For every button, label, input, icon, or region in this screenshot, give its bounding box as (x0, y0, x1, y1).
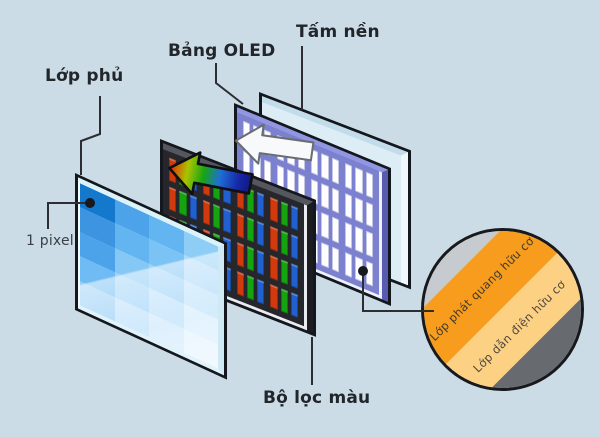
subpixel-stripe (280, 258, 288, 285)
subpixel-stripe (246, 216, 254, 243)
subpixel-stripe (257, 249, 265, 276)
subpixel-stripe (223, 207, 231, 234)
white-light-arrow-icon (234, 123, 315, 165)
subpixel-stripe (331, 216, 339, 243)
subpixel-stripe (345, 221, 353, 249)
subpixel-cell (270, 254, 298, 289)
subpixel-stripe (345, 192, 353, 220)
subpixel-stripe (365, 201, 373, 228)
subpixel-cell (345, 162, 373, 199)
inset-layer-label: Cực âm (421, 228, 461, 268)
subpixel-stripe (355, 255, 363, 283)
inset-layer-label: Cực dương (533, 340, 584, 391)
subpixel-stripe (321, 182, 329, 210)
subpixel-stripe (290, 204, 298, 231)
subpixel-stripe (246, 274, 254, 301)
coating-callout-line (80, 96, 101, 175)
inset-layer-stack: Cực âm Lớp phát quang hữu cơ Lớp dẫn điệ… (421, 228, 584, 391)
subpixel-stripe (290, 233, 298, 260)
subpixel-cell (236, 241, 265, 276)
subpixel-stripe (331, 245, 339, 273)
subpixel-stripe (365, 260, 373, 287)
subpixel-stripe (257, 278, 265, 305)
subpixel-stripe (365, 230, 373, 258)
subpixel-stripe (355, 167, 363, 194)
subpixel-stripe (257, 191, 265, 218)
subpixel-stripe (236, 212, 244, 239)
subpixel-stripe (246, 245, 254, 272)
subpixel-cell (270, 283, 298, 318)
subpixel-cell (236, 212, 265, 247)
subpixel-stripe (270, 225, 278, 252)
subpixel-stripe (236, 270, 244, 297)
subpixel-cell (345, 221, 373, 258)
subpixel-stripe (321, 241, 329, 269)
subpixel-stripe (270, 254, 278, 281)
subpixel-stripe (321, 212, 329, 239)
subpixel-stripe (321, 153, 329, 180)
subpixel-stripe (202, 199, 210, 226)
subpixel-stripe (270, 196, 278, 223)
subpixel-stripe (280, 200, 288, 227)
subpixel-stripe (331, 157, 339, 184)
subpixel-cell (345, 251, 373, 287)
subpixel-stripe (236, 241, 244, 268)
oled-layers-inset: Cực âm Lớp phát quang hữu cơ Lớp dẫn điệ… (421, 228, 584, 391)
subpixel-stripe (355, 196, 363, 224)
subpixel-stripe (365, 171, 373, 199)
label-coating: Lớp phủ (45, 66, 124, 86)
subpixel-cell (270, 225, 298, 260)
white-arrow-shape (234, 123, 315, 165)
subpixel-stripe (280, 229, 288, 256)
rainbow-arrow-shape (168, 151, 254, 196)
subpixel-stripe (213, 203, 221, 230)
subpixel-stripe (345, 251, 353, 279)
label-color-filter: Bộ lọc màu (263, 388, 371, 408)
subpixel-stripe (280, 287, 288, 314)
subpixel-stripe (290, 262, 298, 289)
label-oled-panel: Bảng OLED (168, 41, 276, 61)
label-one-pixel: 1 pixel (26, 233, 74, 249)
subpixel-cell (345, 192, 373, 228)
subpixel-cell (270, 196, 298, 231)
oled-callout-line (215, 63, 244, 105)
subpixel-stripe (331, 186, 339, 214)
subpixel-stripe (257, 220, 265, 247)
subpixel-stripe (345, 162, 353, 190)
subpixel-stripe (355, 226, 363, 253)
subpixel-stripe (270, 283, 278, 310)
subpixel-stripe (290, 291, 298, 318)
subpixel-cell (311, 148, 339, 184)
label-backplane: Tấm nền (296, 22, 380, 42)
subpixel-cell (236, 270, 265, 305)
